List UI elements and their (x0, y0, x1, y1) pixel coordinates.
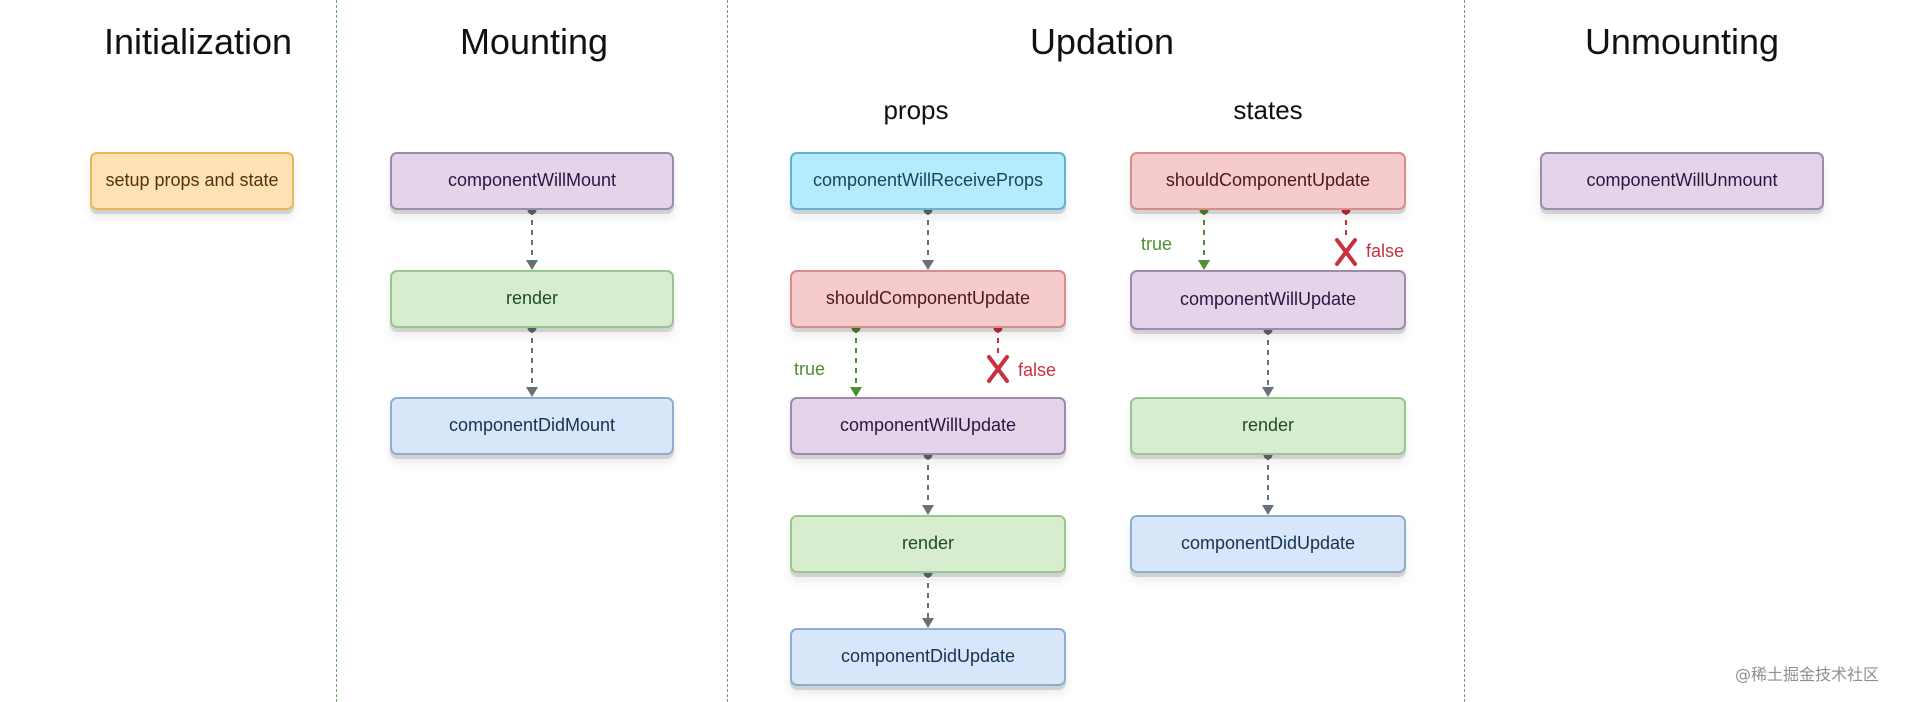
arrow-head-icon (1262, 505, 1274, 515)
initialization-mounting-divider (336, 0, 337, 702)
props-component-did-update-node: componentDidUpdate (790, 628, 1066, 686)
mounting-updation-divider (727, 0, 728, 702)
component-will-unmount-node: componentWillUnmount (1540, 152, 1824, 210)
props-should-component-update-node: shouldComponentUpdate (790, 270, 1066, 328)
states-render-node: render (1130, 397, 1406, 455)
props-render-node: render (790, 515, 1066, 573)
states-component-did-update-node: componentDidUpdate (1130, 515, 1406, 573)
watermark-text: @稀土掘金技术社区 (1735, 665, 1880, 684)
props-true-label: true (794, 359, 826, 379)
arrow-head-icon (850, 387, 862, 397)
arrow-head-icon (922, 260, 934, 270)
props-subhead: props (883, 95, 949, 125)
states-component-will-update-node: componentWillUpdate (1130, 270, 1406, 330)
updation-title: Updation (1029, 21, 1175, 62)
states-should-component-update-node: shouldComponentUpdate (1130, 152, 1406, 210)
cross-icon (1335, 238, 1357, 266)
arrow-head-icon (1262, 387, 1274, 397)
props-component-will-update-node: componentWillUpdate (790, 397, 1066, 455)
states-true-label: true (1141, 234, 1173, 254)
arrow-head-icon (1198, 260, 1210, 270)
component-will-mount-node: componentWillMount (390, 152, 674, 210)
updation-unmounting-divider (1464, 0, 1465, 702)
arrow-head-icon (526, 260, 538, 270)
cross-icon (987, 355, 1009, 383)
states-false-label: false (1366, 241, 1405, 261)
component-will-receive-props-node: componentWillReceiveProps (790, 152, 1066, 210)
component-did-mount-node: componentDidMount (390, 397, 674, 455)
states-subhead: states (1233, 95, 1303, 125)
mounting-title: Mounting (459, 21, 609, 62)
mount-render-node: render (390, 270, 674, 328)
unmounting-title: Unmounting (1584, 21, 1780, 62)
arrow-head-icon (922, 618, 934, 628)
arrow-head-icon (526, 387, 538, 397)
initialization-title: Initialization (103, 21, 293, 62)
props-false-label: false (1018, 360, 1057, 380)
arrow-head-icon (922, 505, 934, 515)
setup-props-and-state-node: setup props and state (90, 152, 294, 210)
cross-icon (1335, 238, 1357, 266)
cross-icon (987, 355, 1009, 383)
